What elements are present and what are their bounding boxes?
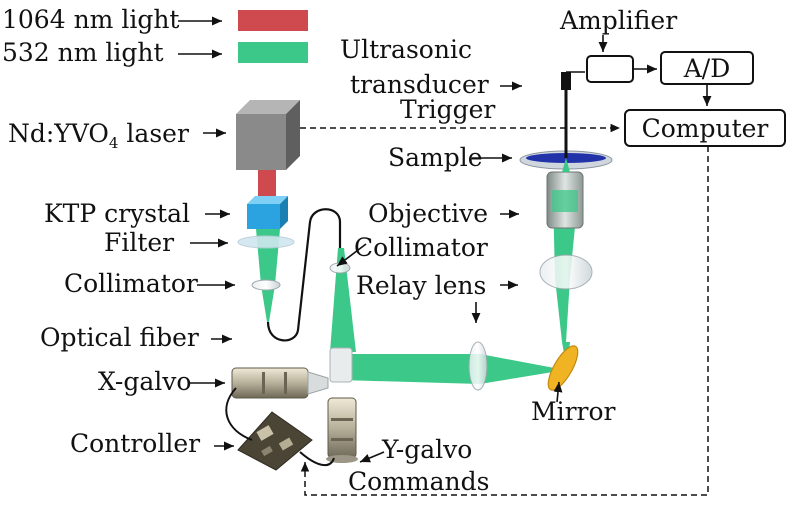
x-galvo-device bbox=[231, 367, 329, 399]
ktp-top-face bbox=[247, 196, 288, 204]
laser-top-face bbox=[236, 100, 300, 114]
y-galvo-label: Y-galvo bbox=[381, 435, 472, 464]
ktp-crystal bbox=[247, 204, 280, 229]
ultrasonic-label-line1: Ultrasonic bbox=[340, 35, 472, 64]
y-galvo-device bbox=[326, 397, 358, 463]
objective-beam-window bbox=[552, 190, 578, 212]
controller-board bbox=[237, 411, 313, 471]
ultrasonic-label-line2: transducer bbox=[350, 70, 489, 99]
filter-element bbox=[237, 235, 295, 249]
collimator-left-lens bbox=[251, 279, 281, 291]
mirror-label: Mirror bbox=[531, 397, 616, 426]
laser-label: Nd:YVO4 laser bbox=[8, 119, 189, 152]
optical-fiber bbox=[266, 208, 342, 342]
collimator-center-arrow bbox=[336, 243, 367, 267]
computer-box bbox=[624, 109, 786, 147]
ad-label: A/D bbox=[683, 54, 731, 83]
y-galvo-arrow bbox=[359, 451, 385, 463]
amplifier-label: Amplifier bbox=[559, 6, 677, 35]
controller-label: Controller bbox=[70, 429, 200, 458]
beam-532-center-vertical bbox=[330, 248, 356, 352]
x-galvo-label: X-galvo bbox=[98, 367, 191, 396]
beam-532-left-lower bbox=[261, 285, 275, 322]
laser-side-face bbox=[286, 100, 300, 170]
collimator-center-label: Collimator bbox=[354, 233, 488, 262]
legend-532-swatch bbox=[238, 42, 308, 63]
ktp-label: KTP crystal bbox=[44, 199, 190, 228]
computer-label: Computer bbox=[642, 114, 769, 143]
ktp-side-face bbox=[280, 196, 288, 229]
beam-532-horizontal bbox=[340, 354, 565, 384]
amplifier-box bbox=[586, 55, 634, 83]
mirror-arrow bbox=[553, 381, 563, 403]
legend-532-label: 532 nm light bbox=[2, 38, 164, 67]
sample-label: Sample bbox=[388, 143, 483, 172]
legend-1064-label: 1064 nm light bbox=[2, 5, 179, 34]
cable-y-galvo bbox=[299, 451, 335, 467]
transducer-head bbox=[561, 72, 571, 90]
x-galvo-mirror bbox=[329, 347, 353, 383]
legend-1064-swatch bbox=[238, 10, 308, 31]
beam-focus-at-sample bbox=[562, 158, 570, 172]
relay-lens-right bbox=[539, 254, 593, 290]
cable-x-galvo bbox=[225, 387, 253, 441]
objective-label: Objective bbox=[368, 199, 488, 228]
optical-fiber-label: Optical fiber bbox=[40, 323, 199, 352]
commands-label: Commands bbox=[348, 467, 489, 496]
relay-lens-label: Relay lens bbox=[356, 271, 486, 300]
relay-lens-element bbox=[468, 341, 488, 391]
beam-1064 bbox=[258, 170, 276, 198]
trigger-label: Trigger bbox=[400, 95, 495, 124]
filter-label: Filter bbox=[104, 228, 174, 257]
nd-yvo4-laser bbox=[236, 114, 286, 170]
commands-line bbox=[300, 146, 709, 496]
collimator-left-label: Collimator bbox=[64, 269, 198, 298]
scan-mirror bbox=[547, 345, 579, 391]
